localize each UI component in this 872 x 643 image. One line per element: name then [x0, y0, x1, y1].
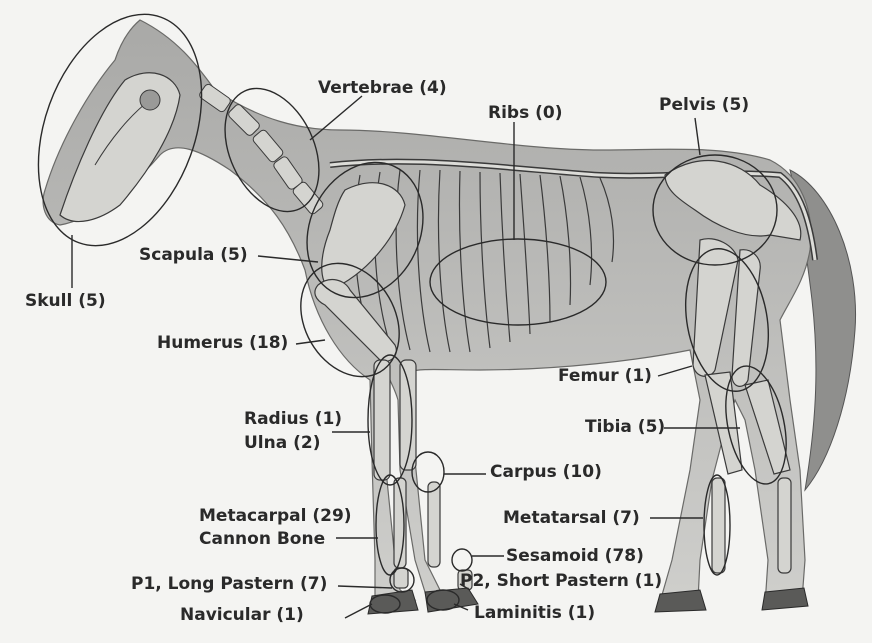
hind-hoof-right [762, 588, 808, 610]
short-pastern-label: P2, Short Pastern (1) [460, 572, 662, 591]
pelvis-label: Pelvis (5) [659, 96, 749, 115]
navicular-label: Navicular (1) [180, 606, 304, 625]
skull-label: Skull (5) [25, 292, 106, 311]
femur-label: Femur (1) [558, 367, 652, 386]
laminitis-label: Laminitis (1) [474, 604, 595, 623]
tibia-label: Tibia (5) [585, 418, 665, 437]
sesamoid-label: Sesamoid (78) [506, 547, 644, 566]
cannon-bone-label: Cannon Bone [199, 530, 325, 549]
navicular-leader-line [345, 604, 372, 618]
humerus-label: Humerus (18) [157, 334, 288, 353]
sesamoid-ellipse [452, 549, 472, 571]
metatarsal-label: Metatarsal (7) [503, 509, 640, 528]
long-pastern-label: P1, Long Pastern (7) [131, 575, 327, 594]
ribs-label: Ribs (0) [488, 104, 563, 123]
hind-hoof-left [655, 590, 706, 612]
radius-label: Radius (1) [244, 410, 342, 429]
eye-socket [140, 90, 160, 110]
scapula-label: Scapula (5) [139, 246, 248, 265]
femur-leader-line [658, 366, 692, 376]
carpus-label: Carpus (10) [490, 463, 602, 482]
ulna-label: Ulna (2) [244, 434, 321, 453]
metacarpal-label: Metacarpal (29) [199, 507, 352, 526]
vertebrae-label: Vertebrae (4) [318, 79, 447, 98]
